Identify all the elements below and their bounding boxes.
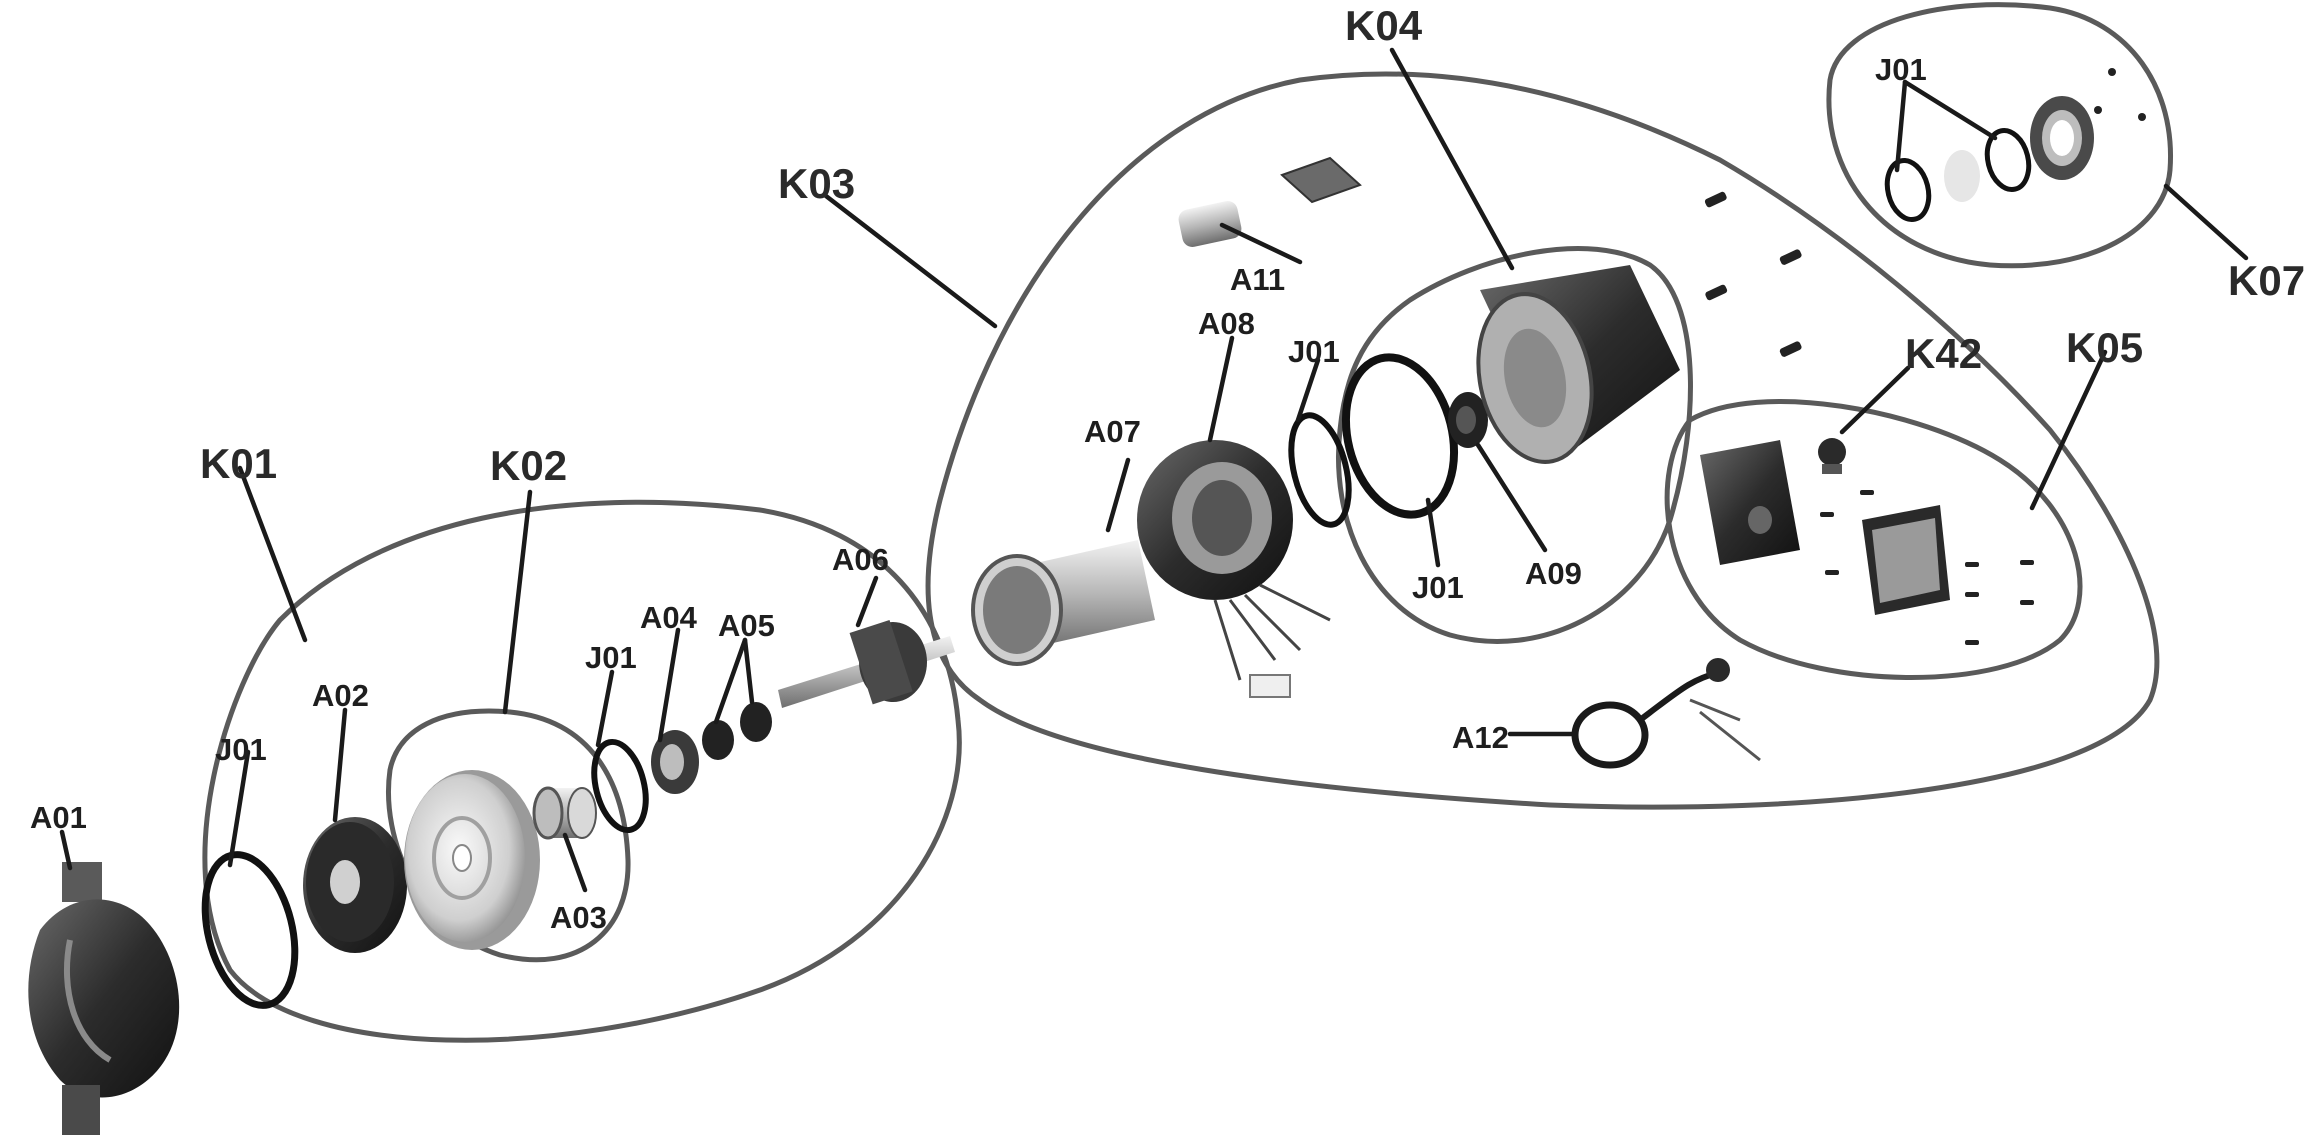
mechanical-seal-a04: [651, 730, 699, 794]
label-a09: A09: [1525, 556, 1582, 591]
k05-group-outline: [1664, 398, 2083, 680]
label-k42: K42: [1905, 330, 1982, 377]
leader-lines: [59, 47, 2249, 893]
label-a05: A05: [718, 608, 775, 643]
label-a03: A03: [550, 900, 607, 935]
motor-housing-k04: [1476, 265, 1680, 464]
terminal-box-k05: [1700, 440, 1950, 615]
k01-group-outline: [202, 499, 962, 1043]
label-j01-k07: J01: [1875, 52, 1927, 87]
label-k03: K03: [778, 160, 855, 207]
k04-group-outline: [1336, 246, 1693, 644]
label-k04: K04: [1345, 2, 1423, 49]
seal-rings-a05: [702, 702, 772, 760]
label-a08: A08: [1198, 306, 1255, 341]
label-j01-k04: J01: [1412, 570, 1464, 605]
label-k05: K05: [2066, 324, 2143, 371]
label-k02: K02: [490, 442, 567, 489]
capacitor-a11: [1178, 201, 1242, 247]
pump-casing-a01: [28, 862, 180, 1135]
label-a12: A12: [1452, 720, 1509, 755]
label-a01: A01: [30, 800, 87, 835]
labels: A01 K01 K02 K03 K04 K05 K07 K42 J01 A02 …: [30, 2, 2304, 935]
k07-group-outline: [1826, 2, 2174, 269]
o-ring-j01-k03: [1288, 412, 1352, 528]
cable-gland-k42: [1818, 438, 1846, 474]
rotor-shaft-a06: [778, 620, 955, 708]
label-a07: A07: [1084, 414, 1141, 449]
diffuser-plate-k02: [404, 770, 540, 950]
label-j01-shaft: J01: [585, 640, 637, 675]
bearing-sleeve-a03: [532, 786, 597, 840]
label-a11: A11: [1230, 262, 1285, 297]
impeller-a02: [303, 817, 407, 953]
circuit-board: [1280, 156, 1362, 204]
label-a02: A02: [312, 678, 369, 713]
label-j01-k03: J01: [1288, 334, 1340, 369]
end-cover-parts-k07: [1884, 68, 2146, 223]
screws-k05: [1820, 490, 2034, 645]
power-cable-a12: [1571, 658, 1761, 769]
o-ring-j01-shaft: [591, 738, 649, 834]
label-a06: A06: [832, 542, 889, 577]
label-k01: K01: [200, 440, 277, 487]
bearing-a09: [1448, 392, 1488, 448]
k03-group-outline: [925, 71, 2160, 810]
label-j01-k01: J01: [215, 732, 267, 767]
label-k07: K07: [2228, 257, 2304, 304]
stator-sleeve-a07: [971, 540, 1155, 666]
label-a04: A04: [640, 600, 698, 635]
stator-winding-a08: [1137, 440, 1331, 698]
screws-k03: [1704, 191, 1802, 357]
